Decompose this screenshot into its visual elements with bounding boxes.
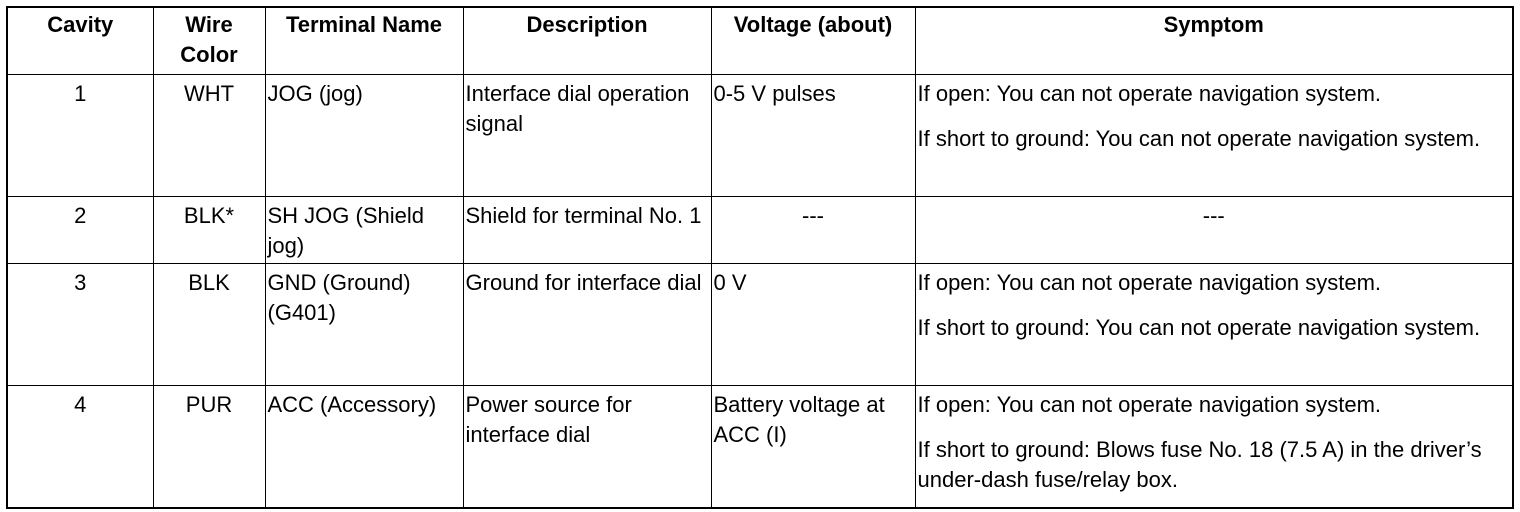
header-symptom: Symptom [914,6,1514,75]
header-wire-color: Wire Color [152,6,266,75]
symptom-if-open: If open: You can not operate navigation … [917,392,1382,417]
cell-voltage: 0 V [710,263,916,386]
header-voltage: Voltage (about) [710,6,916,75]
table-row: 2 BLK* SH JOG (Shield jog) Shield for te… [6,196,1514,264]
cell-symptom: If open: You can not operate navigation … [914,385,1514,508]
terminal-table-container: Cavity Wire Color Terminal Name Descript… [6,6,1514,509]
cell-description: Ground for interface dial [462,263,712,386]
cell-wire-color: BLK* [152,196,266,264]
cell-voltage: Battery voltage at ACC (I) [710,385,916,508]
table-row: 1 WHT JOG (jog) Interface dial operation… [6,74,1514,197]
header-description: Description [462,6,712,75]
cell-cavity: 2 [6,196,154,264]
cell-voltage: 0-5 V pulses [710,74,916,197]
cell-description: Interface dial operation signal [462,74,712,197]
terminal-table: Cavity Wire Color Terminal Name Descript… [6,6,1514,509]
cell-voltage: --- [710,196,916,264]
symptom-if-short: If short to ground: You can not operate … [917,315,1481,340]
cell-description: Shield for terminal No. 1 [462,196,712,264]
cell-terminal-name: ACC (Accessory) [264,385,464,508]
cell-wire-color: WHT [152,74,266,197]
cell-symptom: --- [914,196,1514,264]
symptom-if-short: If short to ground: Blows fuse No. 18 (7… [917,437,1482,492]
table-header-row: Cavity Wire Color Terminal Name Descript… [6,6,1514,75]
cell-wire-color: PUR [152,385,266,508]
cell-terminal-name: SH JOG (Shield jog) [264,196,464,264]
cell-description: Power source for interface dial [462,385,712,508]
cell-terminal-name: JOG (jog) [264,74,464,197]
cell-symptom: If open: You can not operate navigation … [914,74,1514,197]
symptom-if-short: If short to ground: You can not operate … [917,126,1481,151]
cell-cavity: 3 [6,263,154,386]
header-cavity: Cavity [6,6,154,75]
cell-symptom: If open: You can not operate navigation … [914,263,1514,386]
cell-wire-color: BLK [152,263,266,386]
symptom-if-open: If open: You can not operate navigation … [917,81,1382,106]
cell-terminal-name: GND (Ground) (G401) [264,263,464,386]
cell-cavity: 1 [6,74,154,197]
table-row: 3 BLK GND (Ground) (G401) Ground for int… [6,263,1514,386]
cell-cavity: 4 [6,385,154,508]
header-terminal-name: Terminal Name [264,6,464,75]
table-row: 4 PUR ACC (Accessory) Power source for i… [6,385,1514,508]
symptom-if-open: If open: You can not operate navigation … [917,270,1382,295]
